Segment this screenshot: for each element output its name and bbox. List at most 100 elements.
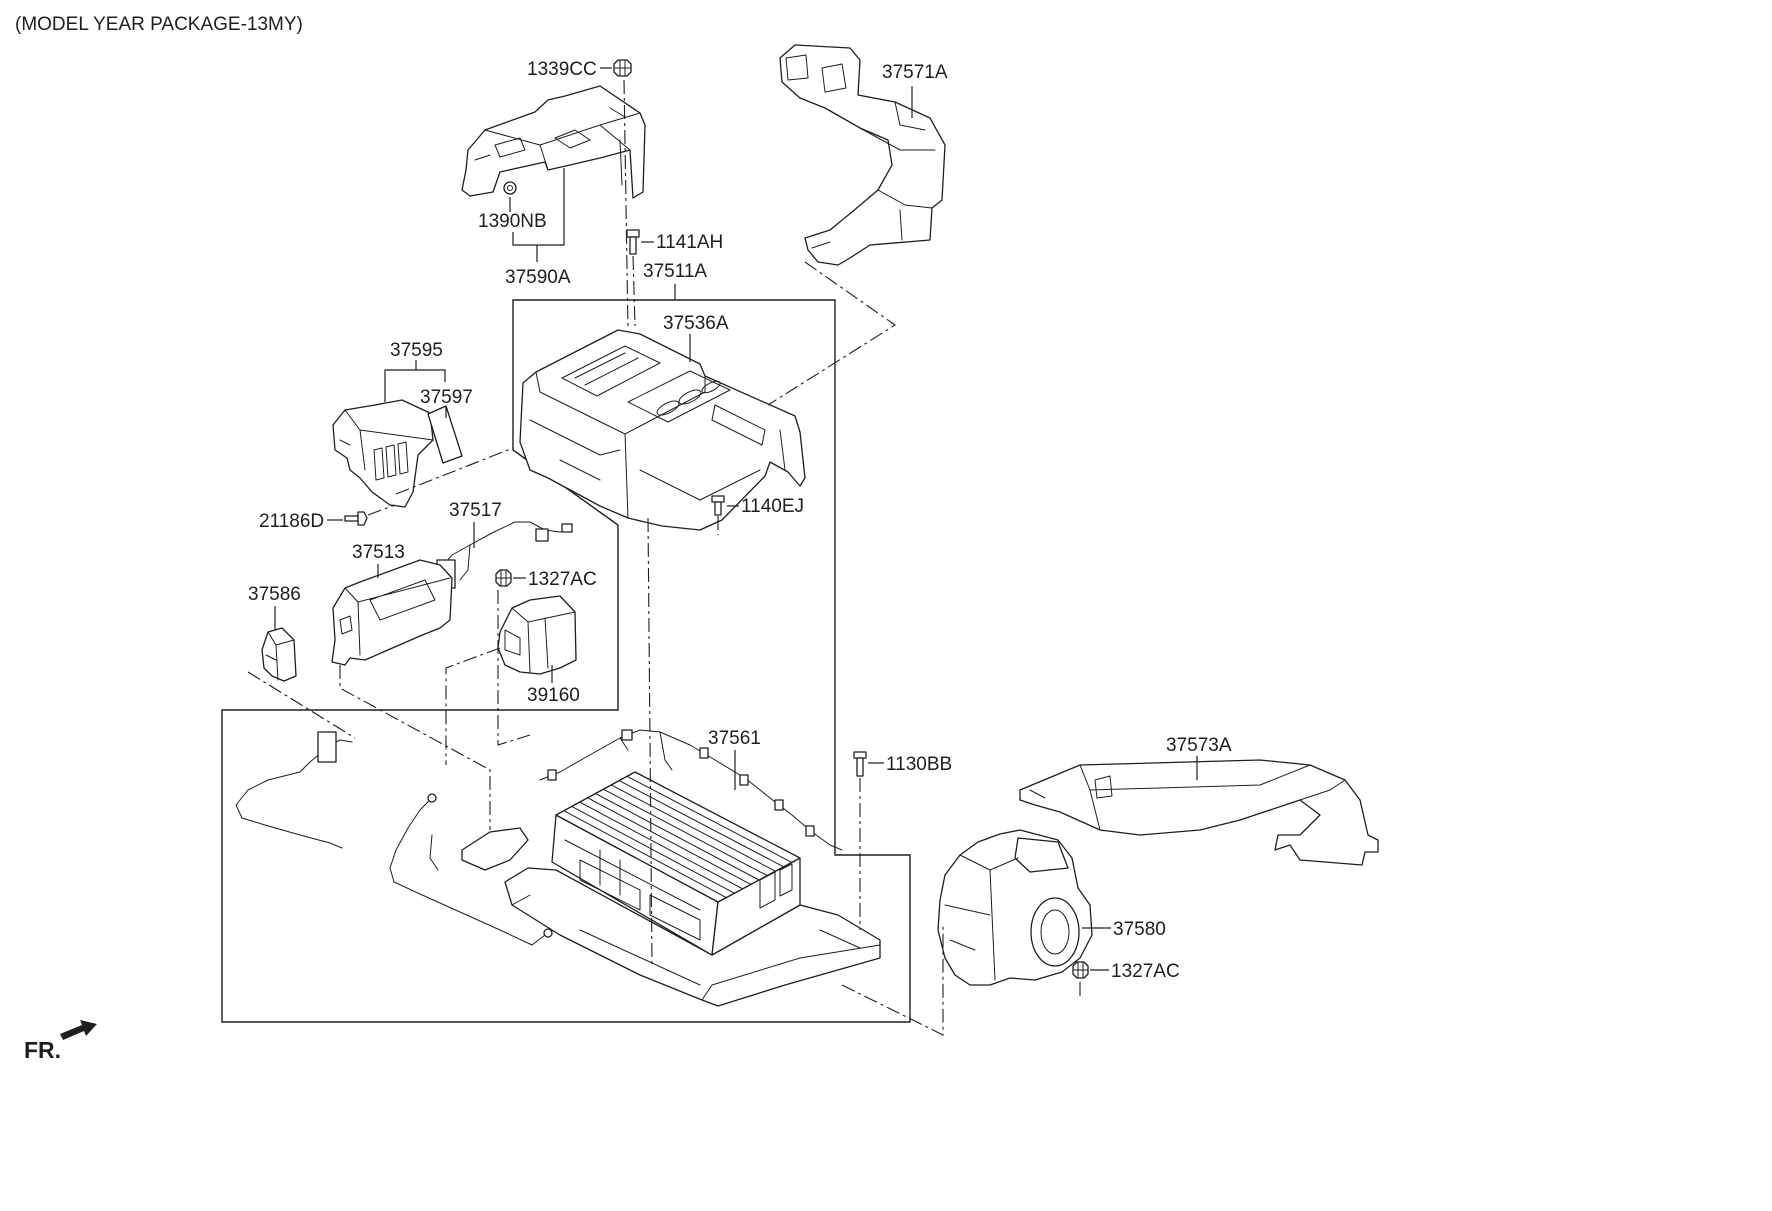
leader-37595 bbox=[384, 360, 446, 402]
callout-37571a: 37571A bbox=[882, 62, 948, 83]
housing-37536a-vent bbox=[678, 389, 702, 405]
callout-37513: 37513 bbox=[352, 542, 405, 563]
leader-37590a bbox=[512, 168, 565, 262]
harness-37561-connector bbox=[739, 774, 749, 786]
plug-harness bbox=[235, 731, 353, 849]
intake-duct-37571a bbox=[779, 44, 946, 266]
safety-plug-37586-detail bbox=[265, 631, 295, 681]
plate-37597 bbox=[427, 405, 463, 464]
relay-39160-outline bbox=[497, 595, 577, 675]
housing-37536a-vent bbox=[701, 380, 721, 394]
bracket-37595 bbox=[332, 399, 434, 508]
wiring-37517-connector bbox=[535, 528, 549, 542]
housing-37536a-vent bbox=[656, 400, 680, 416]
callout-37586: 37586 bbox=[248, 584, 301, 605]
intake-duct-37571a-openings bbox=[785, 54, 847, 93]
blower-37580-fan-inlet bbox=[1040, 909, 1070, 955]
housing-37536a-detail bbox=[529, 345, 786, 519]
assembly-line-37595 bbox=[395, 447, 514, 495]
intake-duct-37571a-outline bbox=[779, 44, 946, 266]
cover-37590a-detail bbox=[474, 107, 641, 186]
battery-cable-terminal bbox=[427, 793, 437, 803]
callout-21186d: 21186D bbox=[259, 511, 324, 532]
assembly-line-1327ac-relay bbox=[497, 590, 531, 746]
harness-37561-connector bbox=[699, 747, 709, 759]
callout-37561: 37561 bbox=[708, 728, 761, 749]
callout-1327ac-blower: 1327AC bbox=[1111, 961, 1180, 982]
assembly-line-1141ah bbox=[632, 255, 636, 327]
assembly-line-1339cc bbox=[623, 79, 629, 331]
cover-37590a bbox=[461, 85, 646, 199]
outlet-duct-37573a-outline bbox=[1019, 759, 1379, 866]
nut-1327ac-blower-facets bbox=[1072, 961, 1089, 979]
callout-37536a: 37536A bbox=[663, 313, 729, 334]
callout-1141ah: 1141AH bbox=[656, 232, 723, 253]
plug-harness-connector bbox=[317, 731, 337, 763]
assembly-line-37580 bbox=[841, 925, 944, 1036]
battery-module-front-detail bbox=[564, 839, 701, 941]
nut-1390nb-body bbox=[503, 181, 517, 195]
nut-1327ac-blower-icon bbox=[1072, 961, 1089, 979]
relay-39160 bbox=[497, 595, 577, 675]
bolt-1130bb-head bbox=[853, 751, 867, 759]
harness-37561-connector bbox=[805, 825, 815, 837]
assembly-line-37571a bbox=[767, 261, 896, 406]
bolt-1130bb-icon bbox=[853, 751, 867, 777]
front-arrow-icon bbox=[60, 1020, 97, 1040]
battery-cable-terminal bbox=[543, 928, 553, 938]
harness-37561 bbox=[539, 729, 843, 851]
battery-cable-line bbox=[389, 797, 546, 946]
bracket-37595-outline bbox=[332, 399, 434, 508]
bolt-1140ej-shank bbox=[714, 501, 722, 516]
battery-module-end-openings bbox=[759, 863, 793, 909]
battery-tray-detail bbox=[511, 894, 881, 1001]
harness-37561-connector bbox=[621, 729, 633, 741]
callout-37511a: 37511A bbox=[643, 261, 707, 282]
nut-1327ac-relay-facets bbox=[495, 569, 512, 587]
callout-37573a: 37573A bbox=[1166, 735, 1232, 756]
wiring-37517-connector bbox=[561, 523, 573, 533]
relay-39160-detail bbox=[504, 607, 576, 673]
nut-1327ac-relay-icon bbox=[495, 569, 512, 587]
control-module-37513-detail bbox=[339, 577, 451, 656]
callout-1390nb: 1390NB bbox=[478, 211, 547, 232]
battery-tray-outline bbox=[504, 867, 881, 1007]
battery-cell-lines bbox=[563, 775, 793, 899]
outlet-duct-37573a-detail bbox=[1029, 764, 1346, 831]
battery-cable bbox=[389, 793, 553, 946]
battery-tray bbox=[504, 867, 881, 1007]
nut-1339cc-facets bbox=[613, 59, 632, 77]
safety-plug-37586 bbox=[261, 627, 297, 682]
nut-1390nb-hole bbox=[507, 185, 513, 191]
callout-37517: 37517 bbox=[449, 500, 502, 521]
bolt-1141ah-shank bbox=[629, 236, 637, 255]
nut-1339cc-icon bbox=[613, 59, 632, 77]
outlet-duct-37573a bbox=[1019, 759, 1379, 866]
assembly-line-37513 bbox=[339, 665, 491, 830]
tray-bracket bbox=[461, 827, 529, 871]
callout-39160: 39160 bbox=[527, 685, 580, 706]
callout-1130bb: 1130BB bbox=[886, 754, 952, 775]
bolt-1141ah-icon bbox=[626, 229, 640, 255]
callout-37590a: 37590A bbox=[505, 267, 571, 288]
callout-1327ac-relay: 1327AC bbox=[528, 569, 597, 590]
callout-1140ej: 1140EJ bbox=[741, 496, 804, 517]
intake-duct-37571a-detail bbox=[811, 101, 936, 249]
bracket-37595-slots bbox=[373, 441, 409, 481]
harness-37561-connector bbox=[547, 769, 557, 781]
callout-1339cc: 1339CC bbox=[527, 59, 597, 80]
blower-37580-intake bbox=[1014, 837, 1069, 873]
bolt-21186d-icon bbox=[344, 511, 368, 526]
housing-37536a-outline bbox=[519, 329, 806, 531]
blower-37580 bbox=[937, 829, 1093, 986]
front-label: FR. bbox=[24, 1037, 61, 1063]
cover-37590a-outline bbox=[461, 85, 646, 199]
nut-1390nb-icon bbox=[503, 181, 517, 195]
control-module-37513 bbox=[331, 559, 453, 666]
callout-37580: 37580 bbox=[1113, 919, 1166, 940]
blower-37580-fan-housing bbox=[1030, 897, 1080, 967]
wiring-37517-cable bbox=[445, 521, 571, 581]
battery-module bbox=[551, 771, 801, 956]
harness-37561-connector bbox=[774, 799, 784, 811]
